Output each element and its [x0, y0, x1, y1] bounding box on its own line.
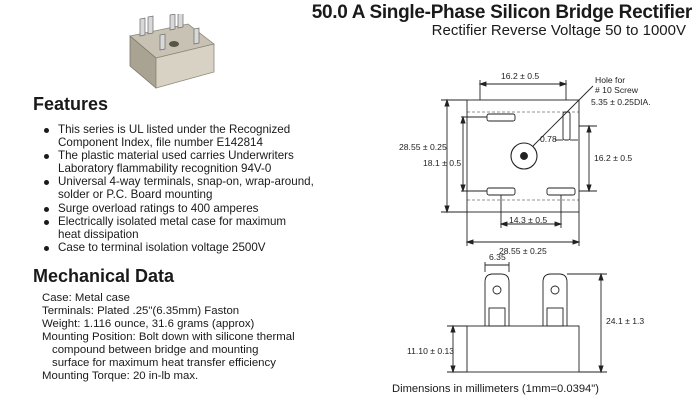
side-view-body [466, 325, 580, 373]
feature-line: solder or P.C. Board mounting [58, 187, 213, 201]
page-title: 50.0 A Single-Phase Silicon Bridge Recti… [311, 2, 693, 23]
feature-item: This series is UL listed under the Recog… [44, 123, 344, 149]
dim-terminal-width: 6.35 [489, 252, 506, 262]
feature-item: Case to terminal isolation voltage 2500V [44, 242, 344, 255]
feature-line: Laboratory flammability recognition 94V-… [58, 161, 272, 175]
mechanical-line: Mounting Position: Bolt down with silico… [42, 331, 295, 343]
dim-outer-height: 28.55 ± 0.25 [399, 142, 447, 152]
feature-item: Electrically isolated metal case for max… [44, 216, 344, 241]
dim-top-width: 16.2 ± 0.5 [501, 71, 539, 81]
side-terminal [542, 273, 568, 326]
page-subtitle: Rectifier Reverse Voltage 50 to 1000V [431, 22, 686, 39]
dim-slot: 0.78 [540, 134, 557, 144]
feature-item: Universal 4-way terminals, snap-on, wrap… [44, 176, 344, 201]
mounting-hole [510, 142, 538, 170]
feature-line: Surge overload ratings to 400 amperes [58, 201, 259, 215]
feature-line: heat dissipation [58, 227, 139, 241]
terminal-slot [546, 187, 576, 196]
feature-item: The plastic material used carries Underw… [44, 150, 344, 175]
mechanical-data-heading: Mechanical Data [33, 266, 175, 286]
hole-note-line3: 5.35 ± 0.25DIA. [591, 97, 651, 107]
feature-line: Case to terminal isolation voltage 2500V [58, 241, 266, 255]
features-list: This series is UL listed under the Recog… [44, 123, 344, 256]
dimension-drawing: 16.2 ± 0.5 Hole for # 10 Screw 5.35 ± 0.… [399, 71, 651, 374]
hole-note-line1: Hole for [595, 75, 625, 85]
dim-inner-height: 18.1 ± 0.5 [423, 158, 461, 168]
mechanical-line: Weight: 1.116 ounce, 31.6 grams (approx) [42, 318, 255, 330]
mechanical-line: Mounting Torque: 20 in-lb max. [42, 370, 199, 382]
terminal-slot [486, 187, 516, 196]
mechanical-line: compound between bridge and mounting [52, 344, 259, 356]
feature-item: Surge overload ratings to 400 amperes [44, 201, 344, 216]
mechanical-line: Case: Metal case [42, 292, 130, 304]
hole-note-line2: # 10 Screw [595, 85, 639, 95]
product-photo [129, 14, 215, 89]
feature-line: Universal 4-way terminals, snap-on, wrap… [58, 175, 314, 189]
top-view-outline [466, 99, 580, 213]
mechanical-line: Terminals: Plated .25"(6.35mm) Faston [42, 305, 240, 317]
side-terminal [484, 273, 510, 326]
feature-line: Component Index, file number E142814 [58, 135, 263, 149]
terminal-slot [486, 113, 516, 122]
feature-line: Electrically isolated metal case for max… [58, 215, 287, 229]
feature-line: This series is UL listed under the Recog… [58, 123, 291, 136]
dim-right-height: 16.2 ± 0.5 [594, 153, 632, 163]
dim-total-height: 24.1 ± 1.3 [606, 316, 644, 326]
terminal-slot [562, 111, 571, 141]
features-heading: Features [33, 94, 109, 114]
dim-body-height: 11.10 ± 0.13 [407, 346, 454, 356]
dim-outer-width: 28.55 ± 0.25 [499, 246, 547, 256]
dim-inner-width: 14.3 ± 0.5 [509, 215, 547, 225]
dimensions-note: Dimensions in millimeters (1mm=0.0394") [392, 383, 599, 395]
feature-line: The plastic material used carries Underw… [58, 149, 294, 163]
mechanical-line: surface for maximum heat transfer effici… [52, 357, 276, 369]
